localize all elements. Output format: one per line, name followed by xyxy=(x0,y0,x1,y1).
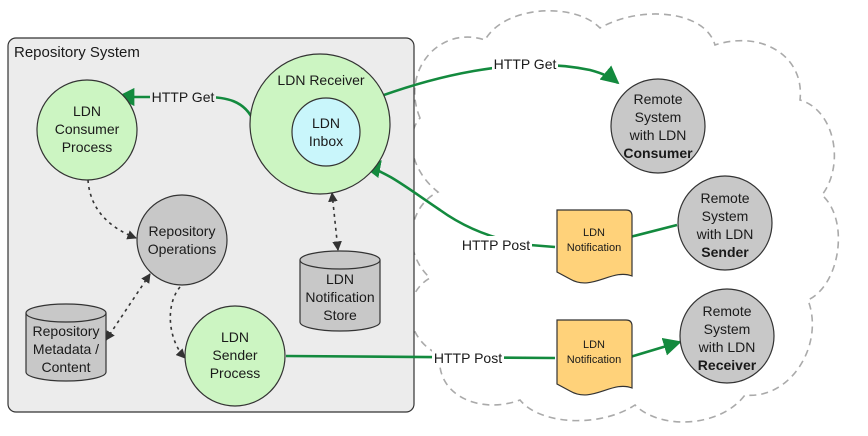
notification-doc-2-label-1: LDN xyxy=(583,339,605,351)
ldn-consumer-label-2: Consumer xyxy=(55,121,120,137)
ldn-inbox-label-2: Inbox xyxy=(309,133,343,149)
remote-receiver-label-2: System xyxy=(704,321,751,337)
remote-consumer-label-3: with LDN xyxy=(629,127,687,143)
remote-system-sender-node xyxy=(677,175,773,271)
ldn-notification-document-1 xyxy=(556,209,633,284)
ldn-sender-label-1: LDN xyxy=(221,329,249,345)
ldn-notification-store-node xyxy=(299,250,381,332)
ldn-consumer-label-3: Process xyxy=(62,139,113,155)
remote-receiver-label-3: with LDN xyxy=(698,339,756,355)
remote-consumer-label-1: Remote xyxy=(633,91,682,107)
remote-receiver-label-1: Remote xyxy=(702,303,751,319)
ldn-receiver-label: LDN Receiver xyxy=(277,72,364,88)
remote-sender-role: Sender xyxy=(701,244,749,260)
remote-system-receiver-node xyxy=(679,288,775,384)
remote-sender-label-2: System xyxy=(702,208,749,224)
remote-system-consumer-node xyxy=(610,78,706,174)
ldn-sender-process-node xyxy=(184,305,286,407)
consumer-to-operations-connector xyxy=(87,179,137,240)
operations-to-sender-connector xyxy=(169,286,186,359)
ldn-consumer-process-node xyxy=(36,79,138,181)
repository-metadata-label-2: Metadata / xyxy=(33,341,99,357)
remote-sender-label-1: Remote xyxy=(700,190,749,206)
remote-receiver-role: Receiver xyxy=(698,357,757,373)
notification-store-label-2: Notification xyxy=(305,289,374,305)
repository-operations-label-1: Repository xyxy=(149,223,216,239)
http-get-internal-label: HTTP Get xyxy=(152,89,215,105)
http-post-out-label: HTTP Post xyxy=(434,350,502,366)
repository-metadata-content-node xyxy=(25,303,107,382)
remote-consumer-role: Consumer xyxy=(623,145,693,161)
repository-system-title: Repository System xyxy=(14,44,140,61)
ldn-inbox-node xyxy=(291,97,361,167)
repository-operations-node xyxy=(136,194,228,286)
notification-doc-2-label-2: Notification xyxy=(567,354,621,366)
notification-store-label-3: Store xyxy=(323,307,357,323)
http-post-out-arrow xyxy=(285,342,680,358)
ldn-consumer-label-1: LDN xyxy=(73,103,101,119)
ldn-sender-label-3: Process xyxy=(210,365,261,381)
http-post-in-label: HTTP Post xyxy=(462,237,530,253)
repository-metadata-label-1: Repository xyxy=(33,323,100,339)
remote-sender-label-3: with LDN xyxy=(696,226,754,242)
receiver-store-connector xyxy=(328,192,342,251)
http-get-remote-label: HTTP Get xyxy=(494,56,557,72)
remote-consumer-label-2: System xyxy=(635,109,682,125)
notification-store-label-1: LDN xyxy=(326,271,354,287)
ldn-sender-label-2: Sender xyxy=(212,347,257,363)
notification-doc-1-label-2: Notification xyxy=(567,242,621,254)
repository-metadata-label-3: Content xyxy=(41,359,90,375)
notification-doc-1-label-1: LDN xyxy=(583,227,605,239)
ldn-inbox-label-1: LDN xyxy=(312,115,340,131)
repository-operations-label-2: Operations xyxy=(148,241,216,257)
ldn-notification-document-2 xyxy=(556,319,633,396)
